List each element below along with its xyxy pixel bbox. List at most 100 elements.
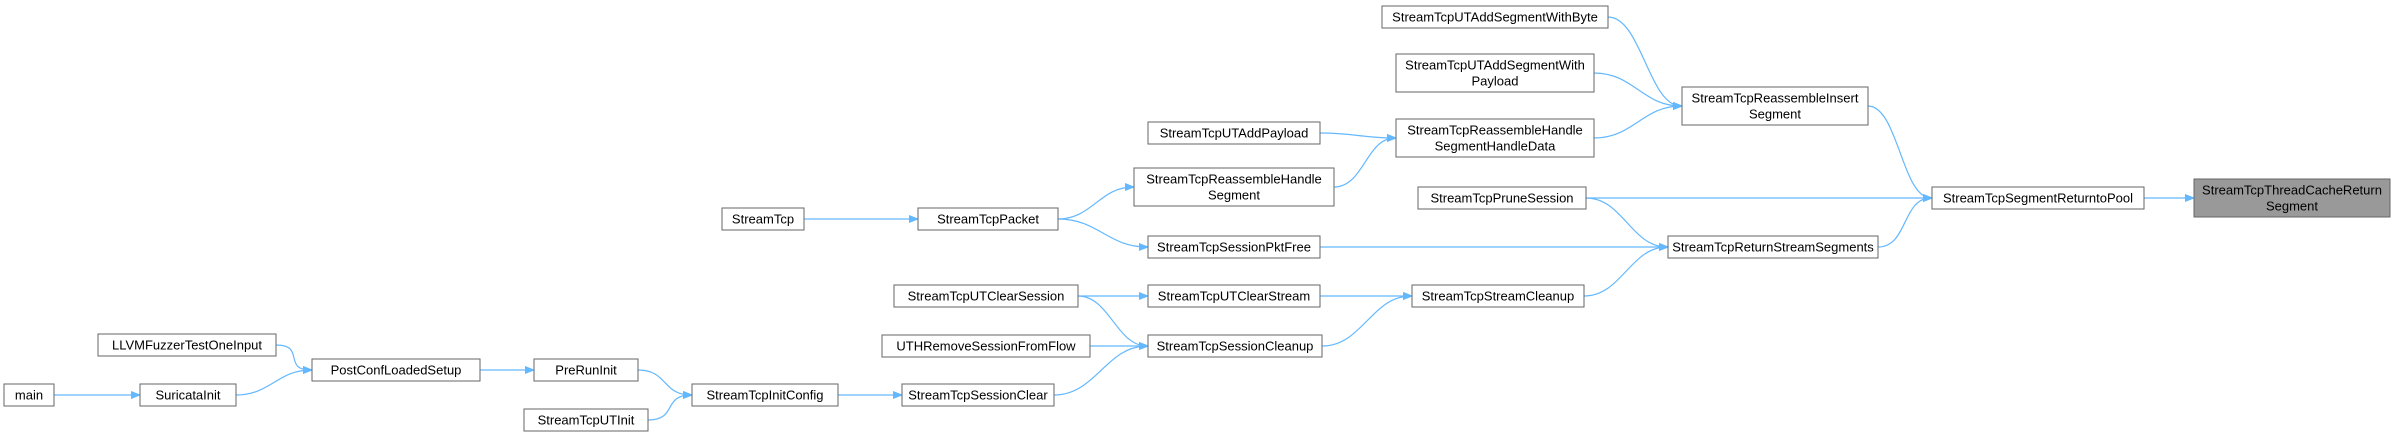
node-label: UTHRemoveSessionFromFlow [896, 339, 1076, 354]
edge-packet-to-pktFree [1057, 218, 1147, 247]
node-box[interactable] [3, 383, 55, 407]
node-box[interactable] [1133, 167, 1335, 207]
node-box[interactable] [139, 383, 237, 407]
node-label: StreamTcpSegmentReturntoPool [1943, 191, 2133, 206]
node-preRunInit[interactable]: PreRunInit [533, 358, 639, 382]
node-utClearSession[interactable]: StreamTcpUTClearSession [893, 284, 1079, 308]
edge-reasInsert-to-segReturn [1867, 105, 1931, 198]
node-box[interactable] [893, 284, 1079, 308]
edge-suricataInit-to-postConf [235, 370, 311, 396]
node-label: StreamTcpThreadCacheReturn [2202, 183, 2382, 198]
node-label: StreamTcpUTAddSegmentWithByte [1392, 10, 1598, 25]
node-box[interactable] [1147, 235, 1321, 259]
node-sessionCleanup[interactable]: StreamTcpSessionCleanup [1147, 334, 1323, 358]
node-box[interactable] [721, 207, 805, 231]
node-label: StreamTcpSessionClear [908, 388, 1048, 403]
node-box[interactable] [1147, 334, 1323, 358]
node-label: StreamTcpReassembleInsert [1692, 91, 1859, 106]
node-box[interactable] [97, 333, 277, 357]
node-box[interactable] [1395, 53, 1595, 93]
edge-utAddSegPayload-to-reasInsert [1593, 72, 1681, 106]
node-initConfig[interactable]: StreamTcpInitConfig [691, 383, 839, 407]
node-box[interactable] [1411, 284, 1585, 308]
node-label: StreamTcpUTInit [538, 413, 635, 428]
edge-sessionCleanup-to-streamCleanup [1321, 296, 1411, 347]
edge-reasHandleSeg-to-reasHandleData [1333, 138, 1395, 188]
node-main[interactable]: main [3, 383, 55, 407]
node-box[interactable] [311, 358, 481, 382]
node-label: LLVMFuzzerTestOneInput [112, 338, 262, 353]
node-label: StreamTcpSessionPktFree [1157, 240, 1311, 255]
node-label: StreamTcpStreamCleanup [1422, 289, 1574, 304]
node-box[interactable] [1147, 121, 1321, 145]
node-utAddSegByte[interactable]: StreamTcpUTAddSegmentWithByte [1381, 5, 1609, 29]
node-uthRemove[interactable]: UTHRemoveSessionFromFlow [881, 334, 1091, 358]
edge-packet-to-reasHandleSeg [1057, 187, 1133, 220]
edge-reasHandleData-to-reasInsert [1593, 106, 1681, 139]
node-sessionClear[interactable]: StreamTcpSessionClear [901, 383, 1055, 407]
node-returnStreamSegs[interactable]: StreamTcpReturnStreamSegments [1667, 235, 1879, 259]
node-label: Segment [2266, 199, 2318, 214]
node-label: SuricataInit [155, 388, 220, 403]
node-box[interactable] [1147, 284, 1321, 308]
node-postConf[interactable]: PostConfLoadedSetup [311, 358, 481, 382]
edge-preRunInit-to-initConfig [637, 369, 691, 395]
node-box[interactable] [1395, 118, 1595, 158]
node-utInit[interactable]: StreamTcpUTInit [523, 408, 649, 432]
edge-pruneSession-to-returnStreamSegs [1585, 197, 1667, 247]
node-box[interactable] [523, 408, 649, 432]
node-pruneSession[interactable]: StreamTcpPruneSession [1417, 186, 1587, 210]
node-llvmFuzzer[interactable]: LLVMFuzzerTestOneInput [97, 333, 277, 357]
node-label: SegmentHandleData [1435, 139, 1556, 154]
edge-utInit-to-initConfig [647, 395, 691, 421]
node-box[interactable] [691, 383, 839, 407]
node-box[interactable] [1417, 186, 1587, 210]
node-box[interactable] [2193, 178, 2391, 218]
node-label: Segment [1749, 107, 1801, 122]
edge-llvmFuzzer-to-postConf [275, 344, 311, 370]
node-label: StreamTcpInitConfig [706, 388, 823, 403]
node-pktFree[interactable]: StreamTcpSessionPktFree [1147, 235, 1321, 259]
node-label: StreamTcpUTAddSegmentWith [1405, 58, 1585, 73]
node-box[interactable] [1681, 86, 1869, 126]
node-label: main [15, 388, 43, 403]
node-box[interactable] [881, 334, 1091, 358]
node-utAddPayload[interactable]: StreamTcpUTAddPayload [1147, 121, 1321, 145]
node-streamTcp[interactable]: StreamTcp [721, 207, 805, 231]
node-label: StreamTcpUTAddPayload [1160, 126, 1309, 141]
edge-utAddPayload-to-reasHandleData [1319, 132, 1395, 138]
edge-returnStreamSegs-to-segReturn [1877, 198, 1931, 248]
node-label: StreamTcpReassembleHandle [1146, 172, 1322, 187]
node-label: StreamTcpPacket [937, 212, 1039, 227]
node-suricataInit[interactable]: SuricataInit [139, 383, 237, 407]
node-label: Segment [1208, 188, 1260, 203]
node-reasHandleData[interactable]: StreamTcpReassembleHandleSegmentHandleDa… [1395, 118, 1595, 158]
node-packet[interactable]: StreamTcpPacket [917, 207, 1059, 231]
node-segReturn[interactable]: StreamTcpSegmentReturntoPool [1931, 186, 2145, 210]
node-label: StreamTcpUTClearStream [1158, 289, 1310, 304]
node-streamCleanup[interactable]: StreamTcpStreamCleanup [1411, 284, 1585, 308]
edge-utAddSegByte-to-reasInsert [1607, 16, 1681, 106]
edge-sessionClear-to-sessionCleanup [1053, 346, 1147, 396]
nodes-layer: StreamTcpThreadCacheReturnSegmentStreamT… [3, 5, 2391, 432]
node-box[interactable] [1931, 186, 2145, 210]
node-label: StreamTcp [732, 212, 794, 227]
node-label: PreRunInit [555, 363, 617, 378]
node-label: StreamTcpReassembleHandle [1407, 123, 1583, 138]
node-box[interactable] [533, 358, 639, 382]
edge-streamCleanup-to-returnStreamSegs [1583, 247, 1667, 297]
node-box[interactable] [917, 207, 1059, 231]
node-box[interactable] [1381, 5, 1609, 29]
node-box[interactable] [901, 383, 1055, 407]
node-label: StreamTcpUTClearSession [908, 289, 1065, 304]
node-utClearStream[interactable]: StreamTcpUTClearStream [1147, 284, 1321, 308]
node-label: Payload [1472, 74, 1519, 89]
node-label: StreamTcpReturnStreamSegments [1672, 240, 1874, 255]
edges-layer [53, 16, 2193, 421]
node-box[interactable] [1667, 235, 1879, 259]
